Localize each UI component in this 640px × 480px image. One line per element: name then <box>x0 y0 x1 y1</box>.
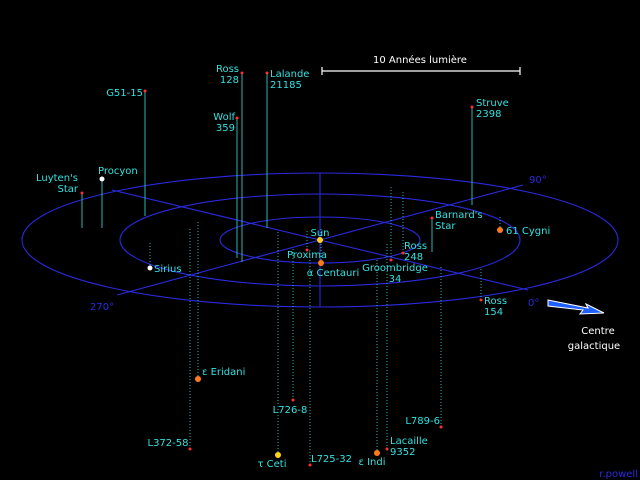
epsilon-indi-label: ε Indi <box>359 457 386 468</box>
credit: r.powell <box>599 469 638 480</box>
alpha-centauri-label-line: α Centauri <box>307 268 360 279</box>
luytens-star-star <box>80 191 84 195</box>
stars <box>80 71 503 467</box>
l725-32-label: L725-32 <box>311 454 352 465</box>
scale-bar: 10 Années lumière <box>321 54 521 75</box>
sirius-star <box>147 265 153 271</box>
proxima-label-line: Proxima <box>287 250 327 261</box>
barnards-star-star <box>430 216 434 220</box>
lacaille-9352-label-line: Lacaille <box>390 436 428 447</box>
lacaille-9352-star <box>385 447 389 451</box>
lalande-21185-label-line: Lalande <box>270 69 309 80</box>
tau-ceti-label: τ Ceti <box>257 459 286 470</box>
l725-32-label-line: L725-32 <box>311 454 352 465</box>
tau-ceti-star <box>275 452 281 458</box>
ross-154-label-line: 154 <box>484 307 503 318</box>
sun-label: Sun <box>310 228 329 239</box>
angle-label-0: 0° <box>528 298 539 309</box>
tau-ceti-label-line: τ Ceti <box>257 459 286 470</box>
61-cygni-star <box>497 227 503 233</box>
barnards-star-label-line: Star <box>435 221 456 232</box>
galactic-center-label-1: Centre <box>581 326 614 337</box>
l725-32-star <box>308 463 312 467</box>
sirius-label: Sirius <box>154 264 182 275</box>
luytens-star-label-line: Luyten's <box>36 173 78 184</box>
sirius-label-line: Sirius <box>154 264 182 275</box>
ross-248-star <box>401 251 405 255</box>
g51-15-label: G51-15 <box>106 88 143 99</box>
scale-label: 10 Années lumière <box>373 54 467 66</box>
lacaille-9352-label-line: 9352 <box>390 447 415 458</box>
l726-8-star <box>291 398 295 402</box>
groombridge-34-label-line: Groombridge <box>362 263 428 274</box>
l726-8-label: L726-8 <box>273 405 308 416</box>
ross-128-star <box>240 71 244 75</box>
ross-154-star <box>479 298 483 302</box>
61-cygni-label: 61 Cygni <box>506 226 550 237</box>
epsilon-eridani-label: ε Eridani <box>202 367 245 378</box>
g51-15-label-line: G51-15 <box>106 88 143 99</box>
alpha-centauri-star <box>318 260 324 266</box>
l789-6-label-line: L789-6 <box>405 416 440 427</box>
groombridge-34-label-line: 34 <box>389 274 402 285</box>
luytens-star-label-line: Star <box>57 184 78 195</box>
struve-2398-label-line: 2398 <box>476 109 501 120</box>
galactic-center-label-2: galactique <box>568 341 620 352</box>
l372-58-label-line: L372-58 <box>148 438 189 449</box>
l372-58-star <box>188 447 192 451</box>
lalande-21185-label-line: 21185 <box>270 80 302 91</box>
angle-label-90: 90° <box>529 175 547 186</box>
procyon-label: Procyon <box>98 166 138 177</box>
galactic-center-arrow-icon <box>547 299 605 315</box>
sun-star <box>317 237 323 243</box>
l726-8-label-line: L726-8 <box>273 405 308 416</box>
epsilon-indi-label-line: ε Indi <box>359 457 386 468</box>
barnards-star-label-line: Barnard's <box>435 210 483 221</box>
lalande-21185-star <box>265 71 269 75</box>
struve-2398-star <box>470 105 474 109</box>
wolf-359-star <box>235 116 239 120</box>
wolf-359-label-line: 359 <box>216 123 235 134</box>
epsilon-eridani-star <box>195 376 201 382</box>
l789-6-label: L789-6 <box>405 416 440 427</box>
groombridge-34-star <box>389 258 393 262</box>
proxima-star <box>305 248 309 252</box>
wolf-359-label-line: Wolf <box>213 112 235 123</box>
star-stems <box>81 73 501 465</box>
ross-128-label-line: 128 <box>220 75 239 86</box>
procyon-star <box>99 176 105 182</box>
l789-6-star <box>439 425 443 429</box>
proxima-label: Proxima <box>287 250 327 261</box>
ross-248-label-line: Ross <box>404 241 427 252</box>
procyon-label-line: Procyon <box>98 166 138 177</box>
epsilon-eridani-label-line: ε Eridani <box>202 367 245 378</box>
ross-248-label-line: 248 <box>404 252 423 263</box>
angle-label-270: 270° <box>90 302 114 313</box>
alpha-centauri-label: α Centauri <box>307 268 360 279</box>
sun-label-line: Sun <box>310 228 329 239</box>
struve-2398-label-line: Struve <box>476 98 509 109</box>
ross-128-label-line: Ross <box>216 64 239 75</box>
epsilon-indi-star <box>374 450 380 456</box>
ross-154-label-line: Ross <box>484 296 507 307</box>
g51-15-star <box>143 89 147 93</box>
61-cygni-label-line: 61 Cygni <box>506 226 550 237</box>
l372-58-label: L372-58 <box>148 438 189 449</box>
